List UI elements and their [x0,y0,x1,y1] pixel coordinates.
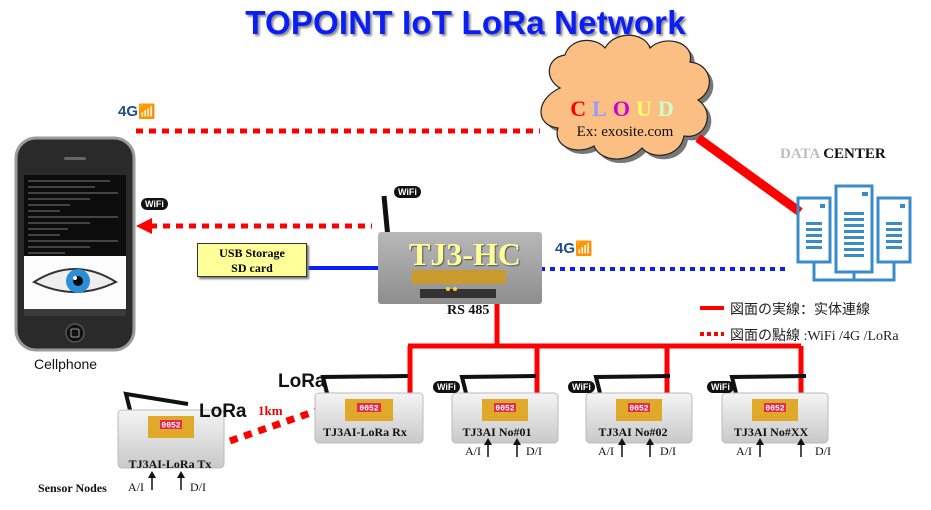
lora-icon: LoRa [199,401,247,422]
cellphone-label: Cellphone [34,356,98,372]
node-label: TJ3AI-LoRa Tx [128,457,212,471]
wifi-icon: WiFi [394,182,421,200]
data-center-label-part1: DATA [780,146,820,162]
node-display-readout [628,403,650,412]
lora-distance-label: 1km [258,403,283,418]
server-rack-icon [796,184,912,282]
cloud-letter: U [635,96,658,121]
usb-storage-box: USB Storage SD card [197,243,307,277]
digital-input-label: D/I [190,480,206,494]
input-arrowhead-icon [646,438,654,445]
input-arrowhead-icon [484,438,492,445]
antenna-icon [320,374,409,394]
cloud-letter: C [570,96,593,121]
analog-input-label: A/I [736,444,752,458]
wired-link-cloud-datacenter [695,134,803,216]
node-display-value: 0052 [359,405,378,414]
node-label: TJ3AI No#XX [733,425,809,439]
wifi-icon: WiFi [568,377,595,395]
lte-label: 4G [118,103,139,120]
node-display-value: 0052 [161,422,180,431]
input-arrowhead-icon [618,438,626,445]
data-center-label-part2: CENTER [823,146,886,162]
hub-label: TJ3-HC [409,236,521,272]
digital-input-label: D/I [815,444,831,458]
data-center-label: DATA CENTER [780,146,886,163]
digital-input-label: D/I [526,444,542,458]
analog-input-label: A/I [465,444,481,458]
cloud-icon [540,34,714,164]
lte-badge-hub: 4G📶 [555,240,592,258]
wifi-icon: WiFi [433,377,460,395]
node-display-readout [357,403,381,412]
input-arrowhead-icon [177,471,185,478]
smartphone-icon [14,136,136,352]
input-arrowhead-icon [756,438,764,445]
lora-icon: LoRa [278,371,326,392]
digital-input-label: D/I [660,444,676,458]
usb-storage-line1: USB Storage [219,246,285,260]
antenna-icon [729,374,807,394]
antenna-icon [593,374,671,394]
server-slots [806,192,905,257]
node-device [117,409,225,469]
wifi-icon: WiFi [707,377,734,395]
node-display-readout [494,403,516,412]
cloud-letter: L [592,96,613,121]
cloud-letter: O [612,96,636,121]
rs485-label: RS 485 [447,303,490,318]
lte-label: 4G [555,240,576,257]
antenna-icon [123,391,189,411]
node-display-value: 0052 [765,405,784,414]
usb-storage-line2: SD card [231,261,273,275]
node-label: TJ3AI-LoRa Rx [323,425,407,439]
cloud-letter: D [657,96,680,121]
input-arrowhead-icon [513,438,521,445]
input-arrowhead-icon [148,471,156,478]
lte-badge-phone: 4G📶 [118,103,155,121]
cell-tower-icon: 📶 [138,105,156,120]
node-display-value: 0052 [629,405,648,414]
rs485-bus [407,304,804,394]
node-display-value: 0052 [495,405,514,414]
node-display-readout [764,403,786,412]
cell-tower-icon: 📶 [575,242,593,257]
gateway-device-icon [378,195,542,304]
input-arrowhead-icon [797,438,805,445]
lora-link [228,407,318,445]
legend-dotted-text: 図面の點線 :WiFi /4G /LoRa [730,329,899,344]
node-display-readout [160,420,182,429]
node-label: TJ3AI No#01 [462,425,532,439]
cloud-subtitle: Ex: exosite.com [576,124,674,140]
diagram-title: TOPOINT IoT LoRa Network [245,4,686,41]
wifi-icon: WiFi [141,194,168,212]
sensor-nodes-label: Sensor Nodes [38,481,107,495]
legend-solid-text: 図面の実線：实体連線 [730,303,870,318]
analog-input-label: A/I [128,480,144,494]
antenna-icon [459,374,537,394]
node-label: TJ3AI No#02 [598,425,668,439]
cloud-label: CLOUD [560,96,690,122]
analog-input-label: A/I [598,444,614,458]
arrowhead-icon [136,218,152,234]
